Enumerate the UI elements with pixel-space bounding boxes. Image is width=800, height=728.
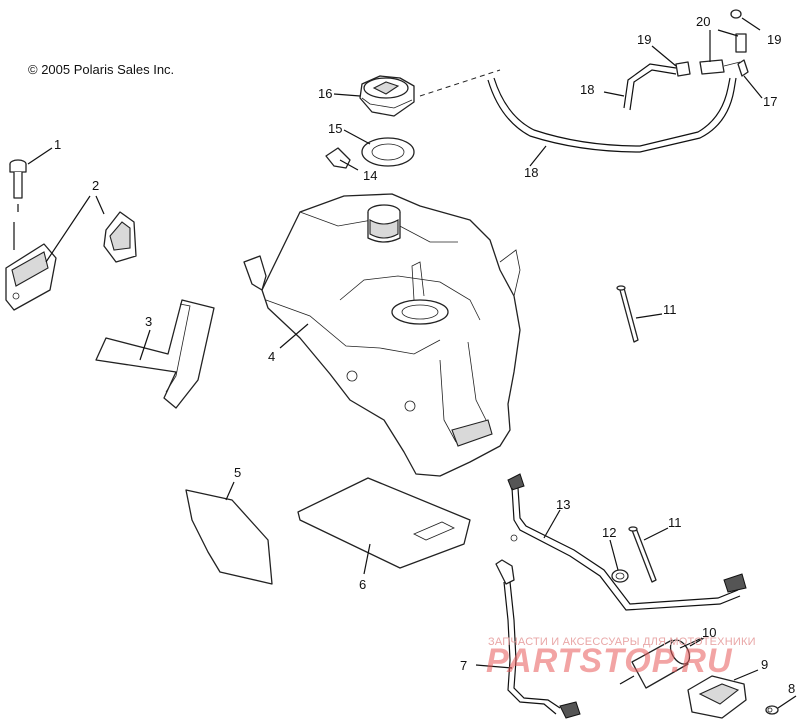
part-16-fuel-cap[interactable]: [359, 75, 415, 117]
part-5-pad[interactable]: [185, 489, 273, 585]
callout-4: 4: [268, 349, 275, 364]
callout-8: 8: [788, 681, 795, 696]
part-17-connector[interactable]: [737, 59, 749, 77]
callout-1: 1: [54, 137, 61, 152]
copyright-notice: © 2005 Polaris Sales Inc.: [28, 62, 175, 77]
vent-route-dashed: [419, 69, 501, 97]
callout-3: 3: [145, 314, 152, 329]
part-15-gasket[interactable]: [361, 137, 415, 167]
callout-11-lower: 11: [668, 515, 682, 530]
part-20-fitting[interactable]: [699, 33, 747, 75]
callout-13: 13: [556, 497, 570, 512]
callout-11-upper: 11: [663, 302, 677, 317]
callout-2: 2: [92, 178, 99, 193]
part-11-rod-upper[interactable]: [616, 285, 639, 343]
part-12-grommet[interactable]: [611, 569, 629, 583]
part-6-plate[interactable]: [297, 477, 471, 569]
callout-labels: 1 2 3 4 5 6 7 8 9 10 11 11 12 13 14 15 1…: [54, 14, 795, 696]
part-18-vent-hose[interactable]: [487, 63, 737, 153]
part-11-rod-lower[interactable]: [628, 526, 657, 583]
part-19-clamp-right[interactable]: [730, 9, 742, 19]
callout-20: 20: [696, 14, 710, 29]
callout-10: 10: [702, 625, 716, 640]
part-2-brackets[interactable]: [5, 211, 137, 311]
callout-18-upper: 18: [580, 82, 594, 97]
callout-16: 16: [318, 86, 332, 101]
watermark-brand: PARTSTOP.RU: [486, 642, 733, 680]
watermark-caption: ЗАПЧАСТИ И АКСЕССУАРЫ ДЛЯ МОТОТЕХНИКИ: [488, 636, 756, 648]
callout-19-left: 19: [637, 32, 651, 47]
callout-6: 6: [359, 577, 366, 592]
callout-7: 7: [460, 658, 467, 673]
callout-15: 15: [328, 121, 342, 136]
callout-12: 12: [602, 525, 616, 540]
callout-18-lower: 18: [524, 165, 538, 180]
part-19-clamp-left[interactable]: [675, 61, 691, 77]
callout-9: 9: [761, 657, 768, 672]
part-7-fuel-line[interactable]: [495, 559, 581, 719]
part-3-pad[interactable]: [95, 299, 215, 409]
leader-lines: [27, 17, 797, 709]
callout-5: 5: [234, 465, 241, 480]
callout-17: 17: [763, 94, 777, 109]
part-9-bracket[interactable]: [687, 675, 747, 719]
part-4-fuel-tank[interactable]: [243, 193, 521, 477]
part-13-fuel-line[interactable]: [507, 473, 747, 611]
part-1-bolt[interactable]: [9, 159, 27, 250]
part-14-clip[interactable]: [325, 147, 351, 169]
callout-19-right: 19: [767, 32, 781, 47]
callout-14: 14: [363, 168, 377, 183]
part-8-clamp[interactable]: [765, 705, 779, 715]
